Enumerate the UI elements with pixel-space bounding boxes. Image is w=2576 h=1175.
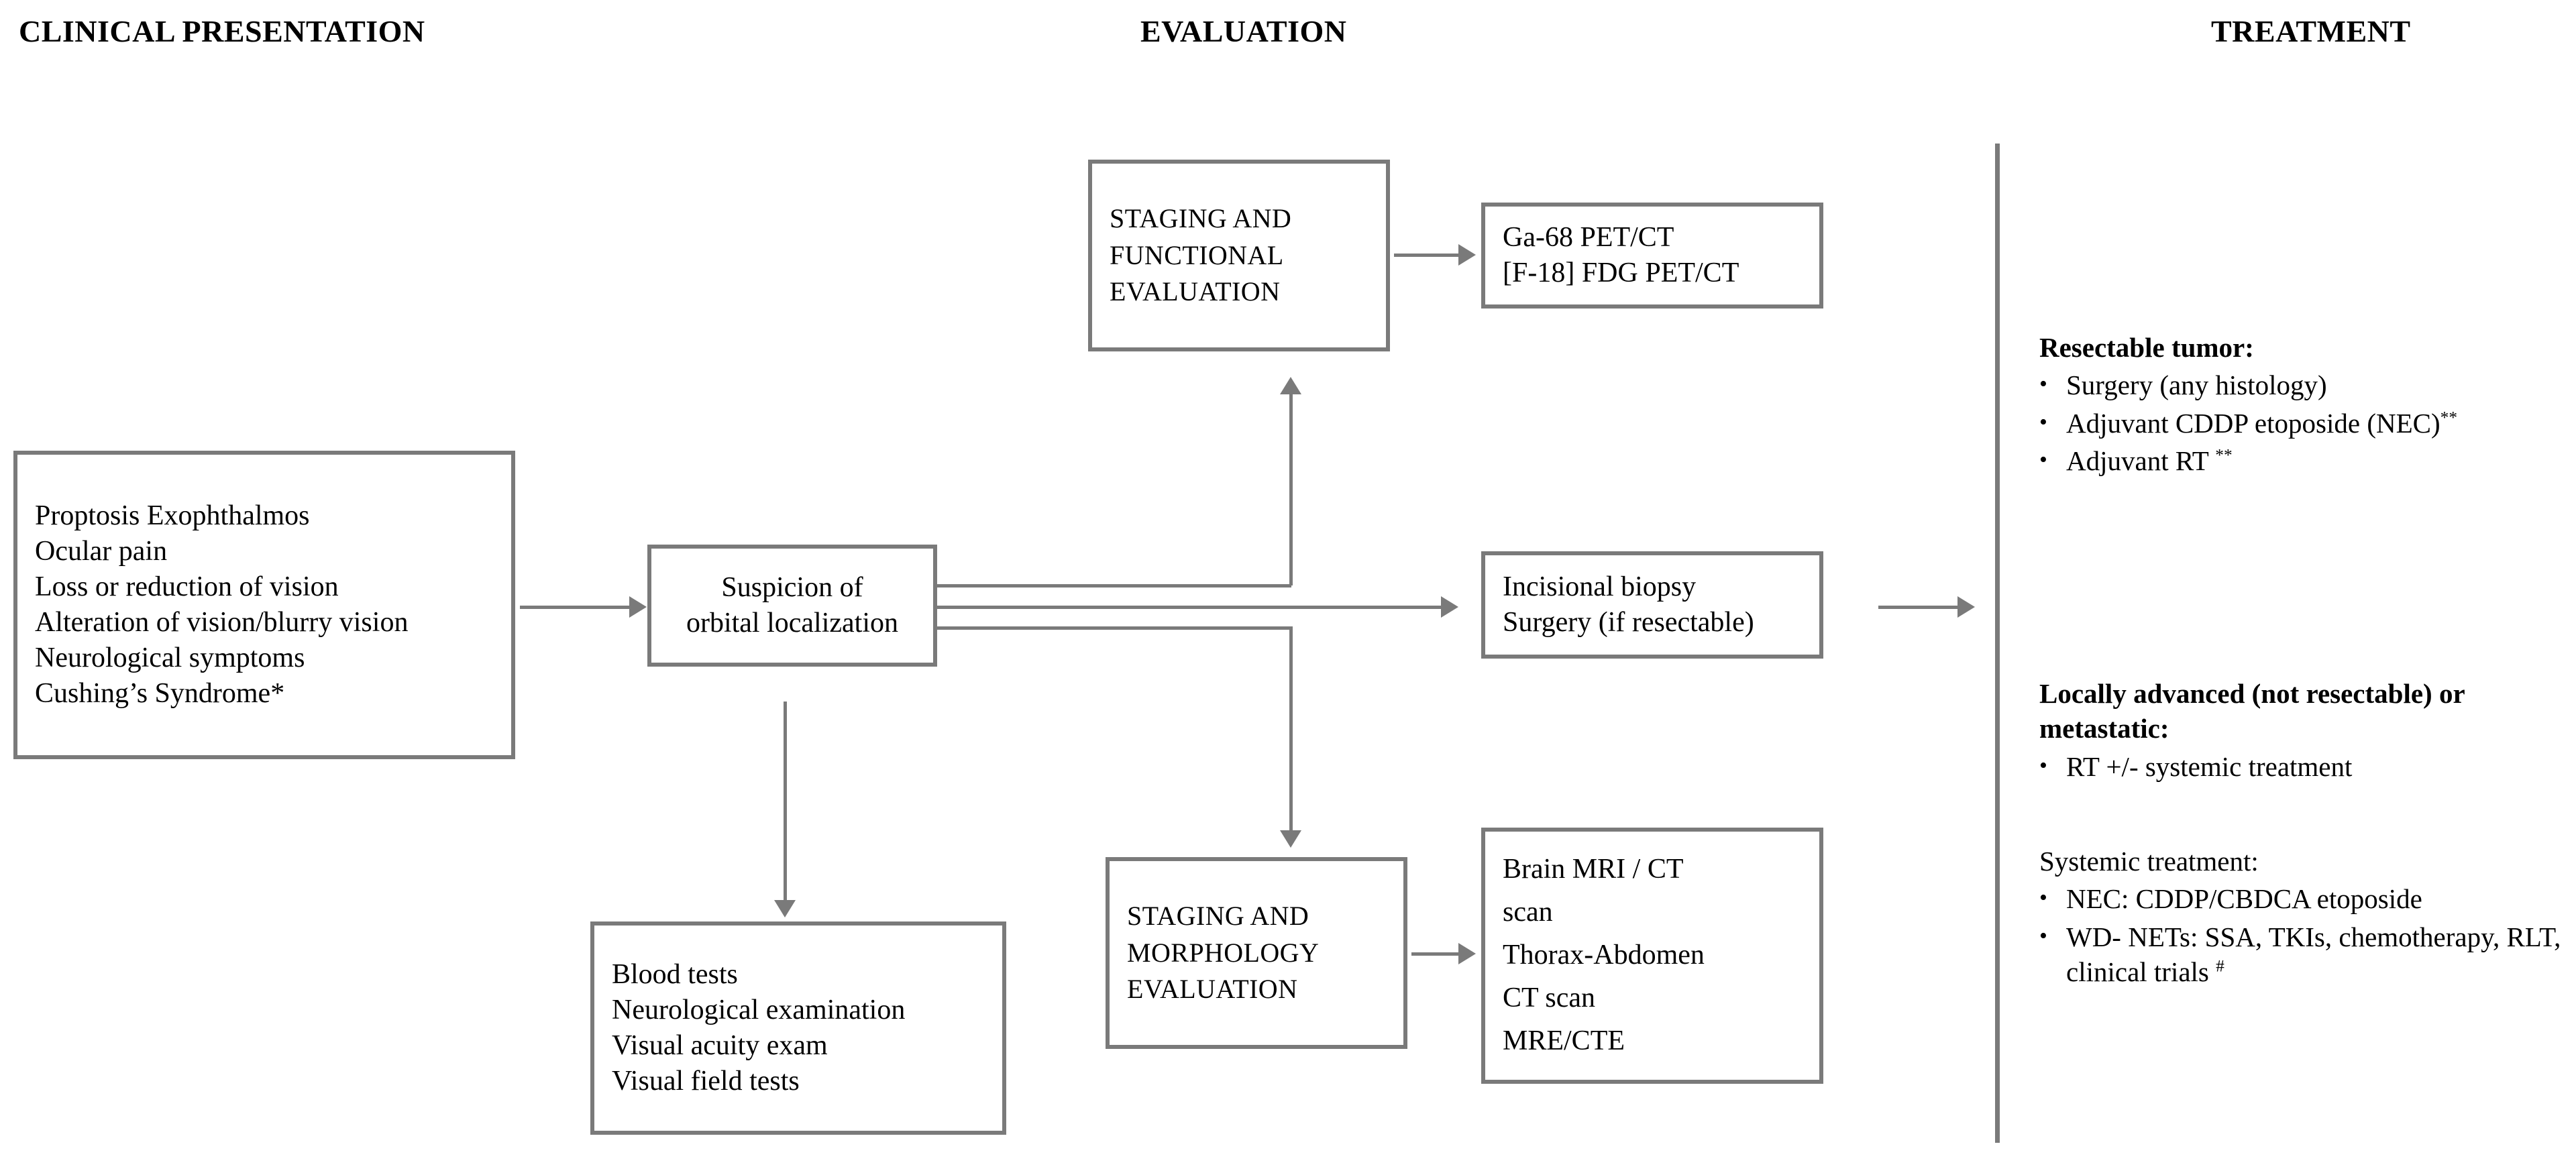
treatment-heading-resectable: Resectable tumor: [2039, 332, 2254, 363]
column-header-clinical-presentation: CLINICAL PRESENTATION [19, 14, 425, 48]
treatment-item-label: Adjuvant CDDP etoposide (NEC) [2066, 407, 2440, 439]
clinical-line: Ocular pain [35, 536, 168, 567]
arrowhead-suspicion-to-functional [1280, 377, 1301, 394]
treatment-item-label: Surgery (any histology) [2066, 370, 2327, 401]
connector-clinical-to-suspicion [520, 606, 633, 609]
functional-imaging-line: [F-18] FDG PET/CT [1503, 258, 1739, 288]
treatment-group-locally-advanced: Locally advanced (not resectable) or met… [2039, 676, 2576, 784]
treatment-group-resectable: Resectable tumor: • Surgery (any histolo… [2039, 330, 2569, 479]
staging-functional-line: FUNCTIONAL [1110, 239, 1284, 270]
morphology-imaging-line: Brain MRI / CT [1503, 854, 1684, 885]
lab-test-line: Blood tests [612, 959, 738, 991]
node-suspicion-orbital-localization[interactable]: Suspicion of orbital localization [647, 545, 937, 667]
treatment-item-superscript: # [2216, 956, 2224, 976]
treatment-list-item: • Surgery (any histology) [2039, 368, 2569, 402]
node-clinical-presentation[interactable]: Proptosis Exophthalmos Ocular pain Loss … [13, 451, 515, 759]
bullet-icon: • [2039, 447, 2047, 473]
treatment-list-item: • RT +/- systemic treatment [2039, 749, 2576, 784]
treatment-item-text: NEC: CDDP/CBDCA etoposide [2066, 881, 2576, 916]
treatment-list-item: • Adjuvant RT ** [2039, 443, 2569, 478]
bullet-icon: • [2039, 752, 2047, 778]
suspicion-line: Suspicion of [721, 572, 863, 604]
treatment-group-systemic: Systemic treatment: • NEC: CDDP/CBDCA et… [2039, 844, 2576, 990]
treatment-item-label: NEC: CDDP/CBDCA etoposide [2066, 883, 2422, 915]
staging-functional-line: EVALUATION [1110, 276, 1281, 307]
node-staging-functional-evaluation[interactable]: STAGING AND FUNCTIONAL EVALUATION [1088, 160, 1390, 351]
treatment-item-text: WD- NETs: SSA, TKIs, chemotherapy, RLT, … [2066, 919, 2576, 990]
column-header-treatment: TREATMENT [2211, 14, 2411, 48]
node-functional-imaging-modalities[interactable]: Ga-68 PET/CT [F-18] FDG PET/CT [1481, 203, 1823, 309]
staging-morphology-line: EVALUATION [1127, 974, 1298, 1005]
node-incisional-biopsy[interactable]: Incisional biopsy Surgery (if resectable… [1481, 551, 1823, 659]
arrowhead-suspicion-to-morphology [1280, 830, 1301, 848]
arrowhead-morphology-to-imaging [1458, 943, 1476, 964]
column-header-evaluation: EVALUATION [1140, 14, 1347, 48]
arrowhead-suspicion-to-biopsy [1441, 596, 1458, 618]
clinical-line: Loss or reduction of vision [35, 571, 339, 603]
treatment-item-label: WD- NETs: SSA, TKIs, chemotherapy, RLT, … [2066, 921, 2561, 988]
bullet-icon: • [2039, 923, 2047, 948]
bullet-icon: • [2039, 409, 2047, 435]
morphology-imaging-line: scan [1503, 897, 1553, 928]
node-morphology-imaging-modalities[interactable]: Brain MRI / CT scan Thorax-Abdomen CT sc… [1481, 828, 1823, 1084]
treatment-heading-systemic: Systemic treatment: [2039, 846, 2259, 877]
treatment-list-item: • WD- NETs: SSA, TKIs, chemotherapy, RLT… [2039, 919, 2576, 990]
connector-suspicion-to-morphology-horizontal [937, 626, 1291, 630]
morphology-imaging-line: MRE/CTE [1503, 1025, 1625, 1056]
clinical-line: Neurological symptoms [35, 642, 305, 673]
treatment-item-text: RT +/- systemic treatment [2066, 749, 2576, 784]
treatment-item-superscript: ** [2440, 408, 2458, 427]
connector-biopsy-to-treatment [1878, 606, 1960, 609]
arrowhead-suspicion-to-lab-tests [774, 900, 796, 917]
arrowhead-biopsy-to-treatment [1957, 596, 1975, 618]
connector-suspicion-to-lab-tests [784, 702, 787, 903]
treatment-heading-locally-advanced: Locally advanced (not resectable) or met… [2039, 678, 2465, 744]
staging-morphology-line: MORPHOLOGY [1127, 937, 1320, 968]
treatment-column-divider [1995, 144, 2000, 1143]
functional-imaging-line: Ga-68 PET/CT [1503, 222, 1674, 254]
clinical-line: Cushing’s Syndrome* [35, 677, 285, 709]
clinical-line: Proptosis Exophthalmos [35, 500, 310, 532]
treatment-list-item: • Adjuvant CDDP etoposide (NEC)** [2039, 406, 2569, 441]
staging-morphology-line: STAGING AND [1127, 901, 1309, 932]
connector-suspicion-to-biopsy [937, 606, 1444, 609]
treatment-item-label: RT +/- systemic treatment [2066, 750, 2353, 782]
staging-functional-line: STAGING AND [1110, 203, 1292, 234]
treatment-item-text: Adjuvant CDDP etoposide (NEC)** [2066, 406, 2569, 441]
connector-functional-to-imaging [1394, 254, 1461, 257]
lab-test-line: Visual field tests [612, 1065, 800, 1097]
lab-test-line: Neurological examination [612, 995, 906, 1026]
lab-test-line: Visual acuity exam [612, 1030, 828, 1061]
bullet-icon: • [2039, 885, 2047, 911]
connector-suspicion-to-functional-vertical [1289, 394, 1293, 585]
biopsy-line: Surgery (if resectable) [1503, 607, 1754, 638]
biopsy-line: Incisional biopsy [1503, 571, 1697, 603]
morphology-imaging-line: Thorax-Abdomen [1503, 940, 1705, 971]
treatment-item-text: Surgery (any histology) [2066, 368, 2569, 402]
treatment-item-label: Adjuvant RT [2066, 445, 2216, 477]
arrowhead-functional-to-imaging [1458, 244, 1476, 266]
connector-suspicion-to-morphology-vertical [1289, 626, 1293, 832]
connector-morphology-to-imaging [1411, 952, 1461, 956]
arrowhead-clinical-to-suspicion [629, 596, 647, 618]
suspicion-line: orbital localization [686, 608, 899, 638]
treatment-item-superscript: ** [2215, 445, 2233, 465]
clinical-line: Alteration of vision/blurry vision [35, 607, 409, 638]
treatment-item-text: Adjuvant RT ** [2066, 443, 2569, 478]
node-laboratory-and-clinical-tests[interactable]: Blood tests Neurological examination Vis… [590, 921, 1006, 1135]
morphology-imaging-line: CT scan [1503, 982, 1596, 1013]
bullet-icon: • [2039, 372, 2047, 397]
treatment-list-item: • NEC: CDDP/CBDCA etoposide [2039, 881, 2576, 916]
connector-suspicion-to-functional-horizontal [937, 584, 1291, 588]
node-staging-morphology-evaluation[interactable]: STAGING AND MORPHOLOGY EVALUATION [1106, 857, 1407, 1049]
